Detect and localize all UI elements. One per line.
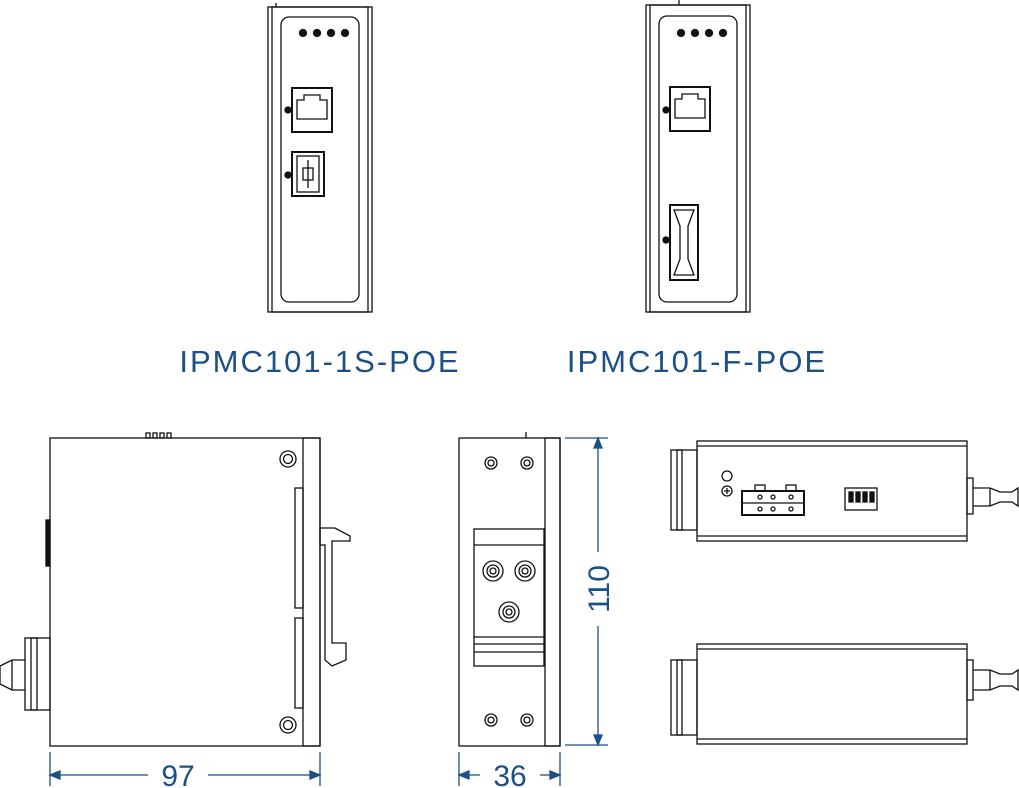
top-view: [670, 440, 1019, 542]
top-vents: [145, 432, 172, 439]
sfp-port: [284, 151, 325, 197]
side-view: [0, 432, 351, 747]
led-indicators: [298, 28, 350, 38]
dip-switch: [844, 487, 878, 511]
fiber-sc-port: [662, 204, 699, 281]
dimension-depth: [48, 752, 322, 786]
front-view-1s-poe: [267, 3, 373, 313]
screw-top: [279, 450, 297, 468]
rear-screws: [484, 456, 534, 727]
screw-bottom: [279, 716, 297, 734]
top-fiber-connector: [966, 477, 1019, 515]
front-view-f-poe: [645, 0, 751, 313]
rj45-port: [284, 87, 333, 133]
rear-view: [458, 432, 561, 747]
depth-dimension-label: 97: [161, 760, 194, 788]
rj45-port-2: [662, 86, 711, 132]
model-label-1s-poe: IPMC101-1S-POE: [179, 344, 460, 379]
width-dimension-label: 36: [493, 760, 526, 788]
ground-screw: [721, 470, 733, 497]
bottom-fiber-connector: [966, 659, 1019, 701]
power-terminal-block: [741, 484, 805, 516]
din-rail-clip: [319, 527, 351, 667]
height-dimension-label: 110: [583, 565, 616, 613]
dimension-height: [565, 436, 608, 747]
bottom-view: [670, 643, 1019, 745]
din-rail-bracket: [473, 528, 545, 667]
model-label-f-poe: IPMC101-F-POE: [567, 344, 827, 379]
dimension-width: [457, 752, 562, 786]
side-sfp-plug: [0, 637, 51, 711]
led-indicators-2: [676, 28, 728, 38]
